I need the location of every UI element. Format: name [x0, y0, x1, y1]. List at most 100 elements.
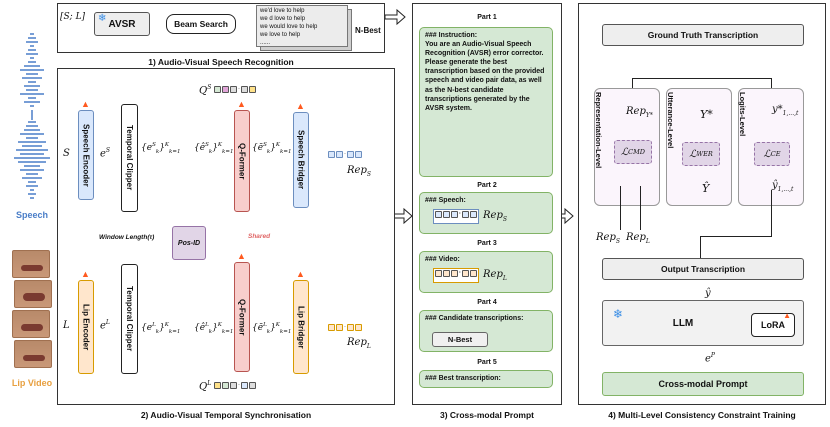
part5-label: Part 5: [477, 359, 497, 366]
lip-video-label: Lip Video: [11, 378, 53, 388]
nbest-label: N-Best: [355, 26, 381, 35]
candidates-prompt-text: ### Candidate transcriptions:: [425, 315, 524, 322]
flame-icon: ▲: [81, 269, 90, 279]
part1-label: Part 1: [477, 14, 497, 21]
speech-prompt-box: ### Speech: · RepS: [419, 192, 553, 234]
lip-encoder-label: Lip Encoder: [81, 303, 91, 351]
rep-l-symbol: RepL: [626, 232, 650, 245]
nbest-line-1: we'd love to help: [260, 8, 305, 14]
loss-ce-label: CE: [770, 150, 781, 158]
yhat-seq-symbol: ŷ1,...,t: [772, 180, 794, 193]
nbest-line-2: we d love to help: [260, 16, 306, 22]
set-lip-1: {eLk}Kk=1: [141, 322, 181, 335]
nbest-line-4: we love to help: [260, 32, 301, 38]
beam-search-box: Beam Search: [166, 14, 236, 34]
section2-caption: 2) Audio-Visual Temporal Synchronisation: [140, 410, 312, 420]
part3-label: Part 3: [477, 240, 497, 247]
ground-truth-box: Ground Truth Transcription: [602, 24, 804, 46]
shared-label: Shared: [248, 233, 271, 240]
temporal-clipper-lip: Temporal Clipper: [121, 264, 138, 374]
rep-s-symbol: RepS: [596, 232, 620, 245]
rep-speech-tokens: ·: [328, 151, 362, 158]
lip-video-frames: [12, 250, 52, 368]
output-logit-line: [771, 190, 772, 236]
avsr-box: ❄ AVSR: [94, 12, 150, 36]
speech-prompt-text: ### Speech:: [425, 197, 466, 204]
output-up-line: [700, 236, 701, 258]
llm-box: ❄ LLM ▲ LoRA: [602, 300, 804, 346]
snowflake-icon: ❄: [98, 13, 107, 24]
temporal-clipper-lip-label: Temporal Clipper: [125, 286, 134, 352]
query-lip-symbol: QL: [199, 380, 212, 393]
rep-s-line: [620, 186, 621, 230]
speech-encoder-label: Speech Encoder: [81, 123, 91, 187]
rep-ystar-symbol: RepY*: [626, 106, 653, 119]
best-prompt-box: ### Best transcription:: [419, 370, 553, 388]
nbest-stack: we'd love to help we d love to help we w…: [256, 5, 352, 51]
rep-l-line: [640, 186, 641, 230]
set-lip-2: {êLk}Kk=1: [194, 322, 234, 335]
speech-bridger: Speech Bridger: [293, 112, 309, 208]
ystar-symbol: Y*: [700, 108, 713, 121]
gt-branch-line: [632, 78, 772, 79]
best-prompt-text: ### Best transcription:: [425, 375, 501, 382]
set-lip-3: {ēLk}Kk=1: [252, 322, 292, 335]
video-prompt-box: ### Video: · RepL: [419, 251, 553, 293]
nbest-line-3: we would love to help: [260, 24, 318, 30]
avsr-label: AVSR: [108, 18, 136, 30]
flame-icon: ▲: [237, 251, 246, 261]
speech-label: Speech: [15, 210, 48, 220]
set-speech-2: {êSk}Kk=1: [194, 142, 234, 155]
yhat-symbol: Ŷ: [702, 182, 710, 195]
rep-speech-symbol: RepS: [347, 165, 371, 178]
lora-label: LoRA: [761, 320, 785, 330]
nbest-chip-label: N-Best: [447, 335, 473, 344]
lip-frame-2: [14, 280, 52, 308]
instruction-box: ### Instruction: You are an Audio-Visual…: [419, 27, 553, 177]
loss-cmd-label: CMD: [628, 148, 646, 156]
speech-encoder: Speech Encoder: [78, 110, 94, 200]
rep-lip-tokens: ·: [328, 324, 362, 331]
lip-frame-1: [12, 250, 50, 278]
part4-label: Part 4: [477, 299, 497, 306]
lip-bridger-label: Lip Bridger: [296, 305, 306, 349]
symbol-eS: eS: [100, 147, 111, 160]
section4-caption: 4) Multi-Level Consistency Constraint Tr…: [608, 410, 796, 420]
output-transcription-box: Output Transcription: [602, 258, 804, 280]
pos-id-box: Pos-ID: [172, 226, 206, 260]
query-lip-tokens: ·: [214, 382, 256, 389]
instruction-text: ### Instruction: You are an Audio-Visual…: [425, 32, 545, 112]
set-speech-1: {eSk}Kk=1: [141, 142, 181, 155]
pos-id-label: Pos-ID: [177, 239, 201, 247]
section3-caption: 3) Cross-modal Prompt: [440, 410, 534, 420]
rep-level-label: Representation-Level: [594, 92, 603, 169]
lip-bridger: Lip Bridger: [293, 280, 309, 374]
lip-frame-3: [12, 310, 50, 338]
video-prompt-text: ### Video:: [425, 256, 460, 263]
speech-waveform: [14, 33, 50, 199]
set-speech-3: {ēSk}Kk=1: [252, 142, 292, 155]
flame-icon: ▲: [296, 269, 305, 279]
window-length-label: Window Length(τ): [99, 234, 155, 241]
rep-lip-symbol: RepL: [347, 337, 371, 350]
section1-caption: 1) Audio-Visual Speech Recognition: [148, 57, 294, 67]
gt-branch-rep: [632, 78, 633, 88]
y-hat-output-symbol: ŷ: [705, 288, 711, 299]
flame-icon: ▲: [81, 99, 90, 109]
cross-modal-prompt-box: Cross-modal Prompt: [602, 372, 804, 396]
temporal-clipper-speech: Temporal Clipper: [121, 104, 138, 212]
llm-label: LLM: [672, 317, 694, 329]
qformer-lip: Q-Former: [234, 262, 250, 372]
lip-encoder: Lip Encoder: [78, 280, 94, 374]
cross-modal-prompt-label: Cross-modal Prompt: [658, 379, 748, 389]
e-p-symbol: eP: [705, 352, 715, 365]
output-transcription-label: Output Transcription: [660, 264, 746, 274]
utt-level-label: Utterance-Level: [666, 92, 675, 149]
symbol-eL: eL: [100, 319, 110, 332]
gt-branch-logit: [771, 78, 772, 88]
loss-wer-label: WER: [696, 150, 713, 158]
beam-search-label: Beam Search: [174, 19, 228, 29]
logit-level-label: Logits-Level: [738, 92, 747, 137]
